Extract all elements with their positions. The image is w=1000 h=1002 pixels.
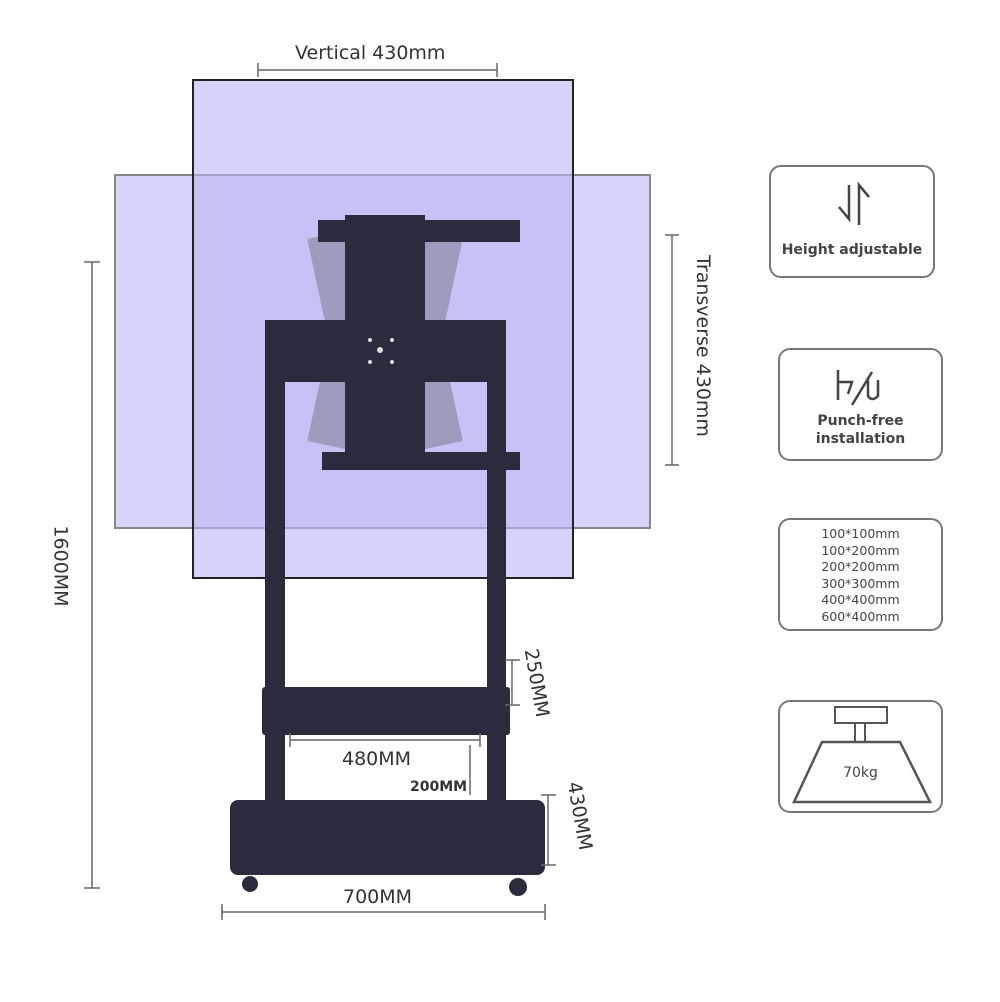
wheel (509, 878, 527, 896)
base (230, 800, 545, 875)
transverse-dimension: Transverse 430mm (691, 255, 714, 437)
feature-punch-free: Punch-free installation (778, 348, 943, 461)
shelf-width-dimension: 480MM (342, 748, 412, 770)
mount-bottom-bar (322, 452, 520, 470)
feature-height-adjustable: Height adjustable (769, 165, 935, 278)
vesa-size: 200*200mm (821, 559, 900, 574)
dimension-lines (84, 63, 679, 920)
up-down-arrows-icon (838, 181, 870, 225)
feature-label: installation (815, 431, 906, 447)
feature-vesa-sizes: 100*100mm 100*200mm 200*200mm 300*300mm … (778, 518, 943, 631)
no-drill-icon (836, 370, 880, 406)
shelf (262, 687, 510, 735)
vesa-size: 300*300mm (821, 575, 900, 591)
mount-plate (345, 215, 425, 465)
left-post (265, 320, 285, 840)
base-width-dimension: 700MM (343, 886, 413, 908)
shelf-gap-dimension: 200MM (410, 779, 468, 795)
feature-label: Height adjustable (781, 242, 923, 258)
feature-label: Punch-free (817, 413, 904, 429)
vesa-size: 400*400mm (821, 592, 900, 607)
feature-load-capacity: 70kg (778, 700, 943, 813)
load-label: 70kg (843, 765, 878, 781)
height-dimension: 1600MM (49, 525, 72, 607)
vertical-dimension: Vertical 430mm (295, 42, 446, 64)
load-weight-icon (792, 706, 933, 804)
stand (230, 215, 545, 896)
mount-top-bar (318, 220, 520, 242)
vesa-size: 100*200mm (821, 542, 900, 558)
wheel (242, 876, 258, 892)
vesa-size: 600*400mm (821, 608, 900, 624)
right-post (487, 320, 506, 840)
vesa-size: 100*100mm (821, 526, 900, 541)
